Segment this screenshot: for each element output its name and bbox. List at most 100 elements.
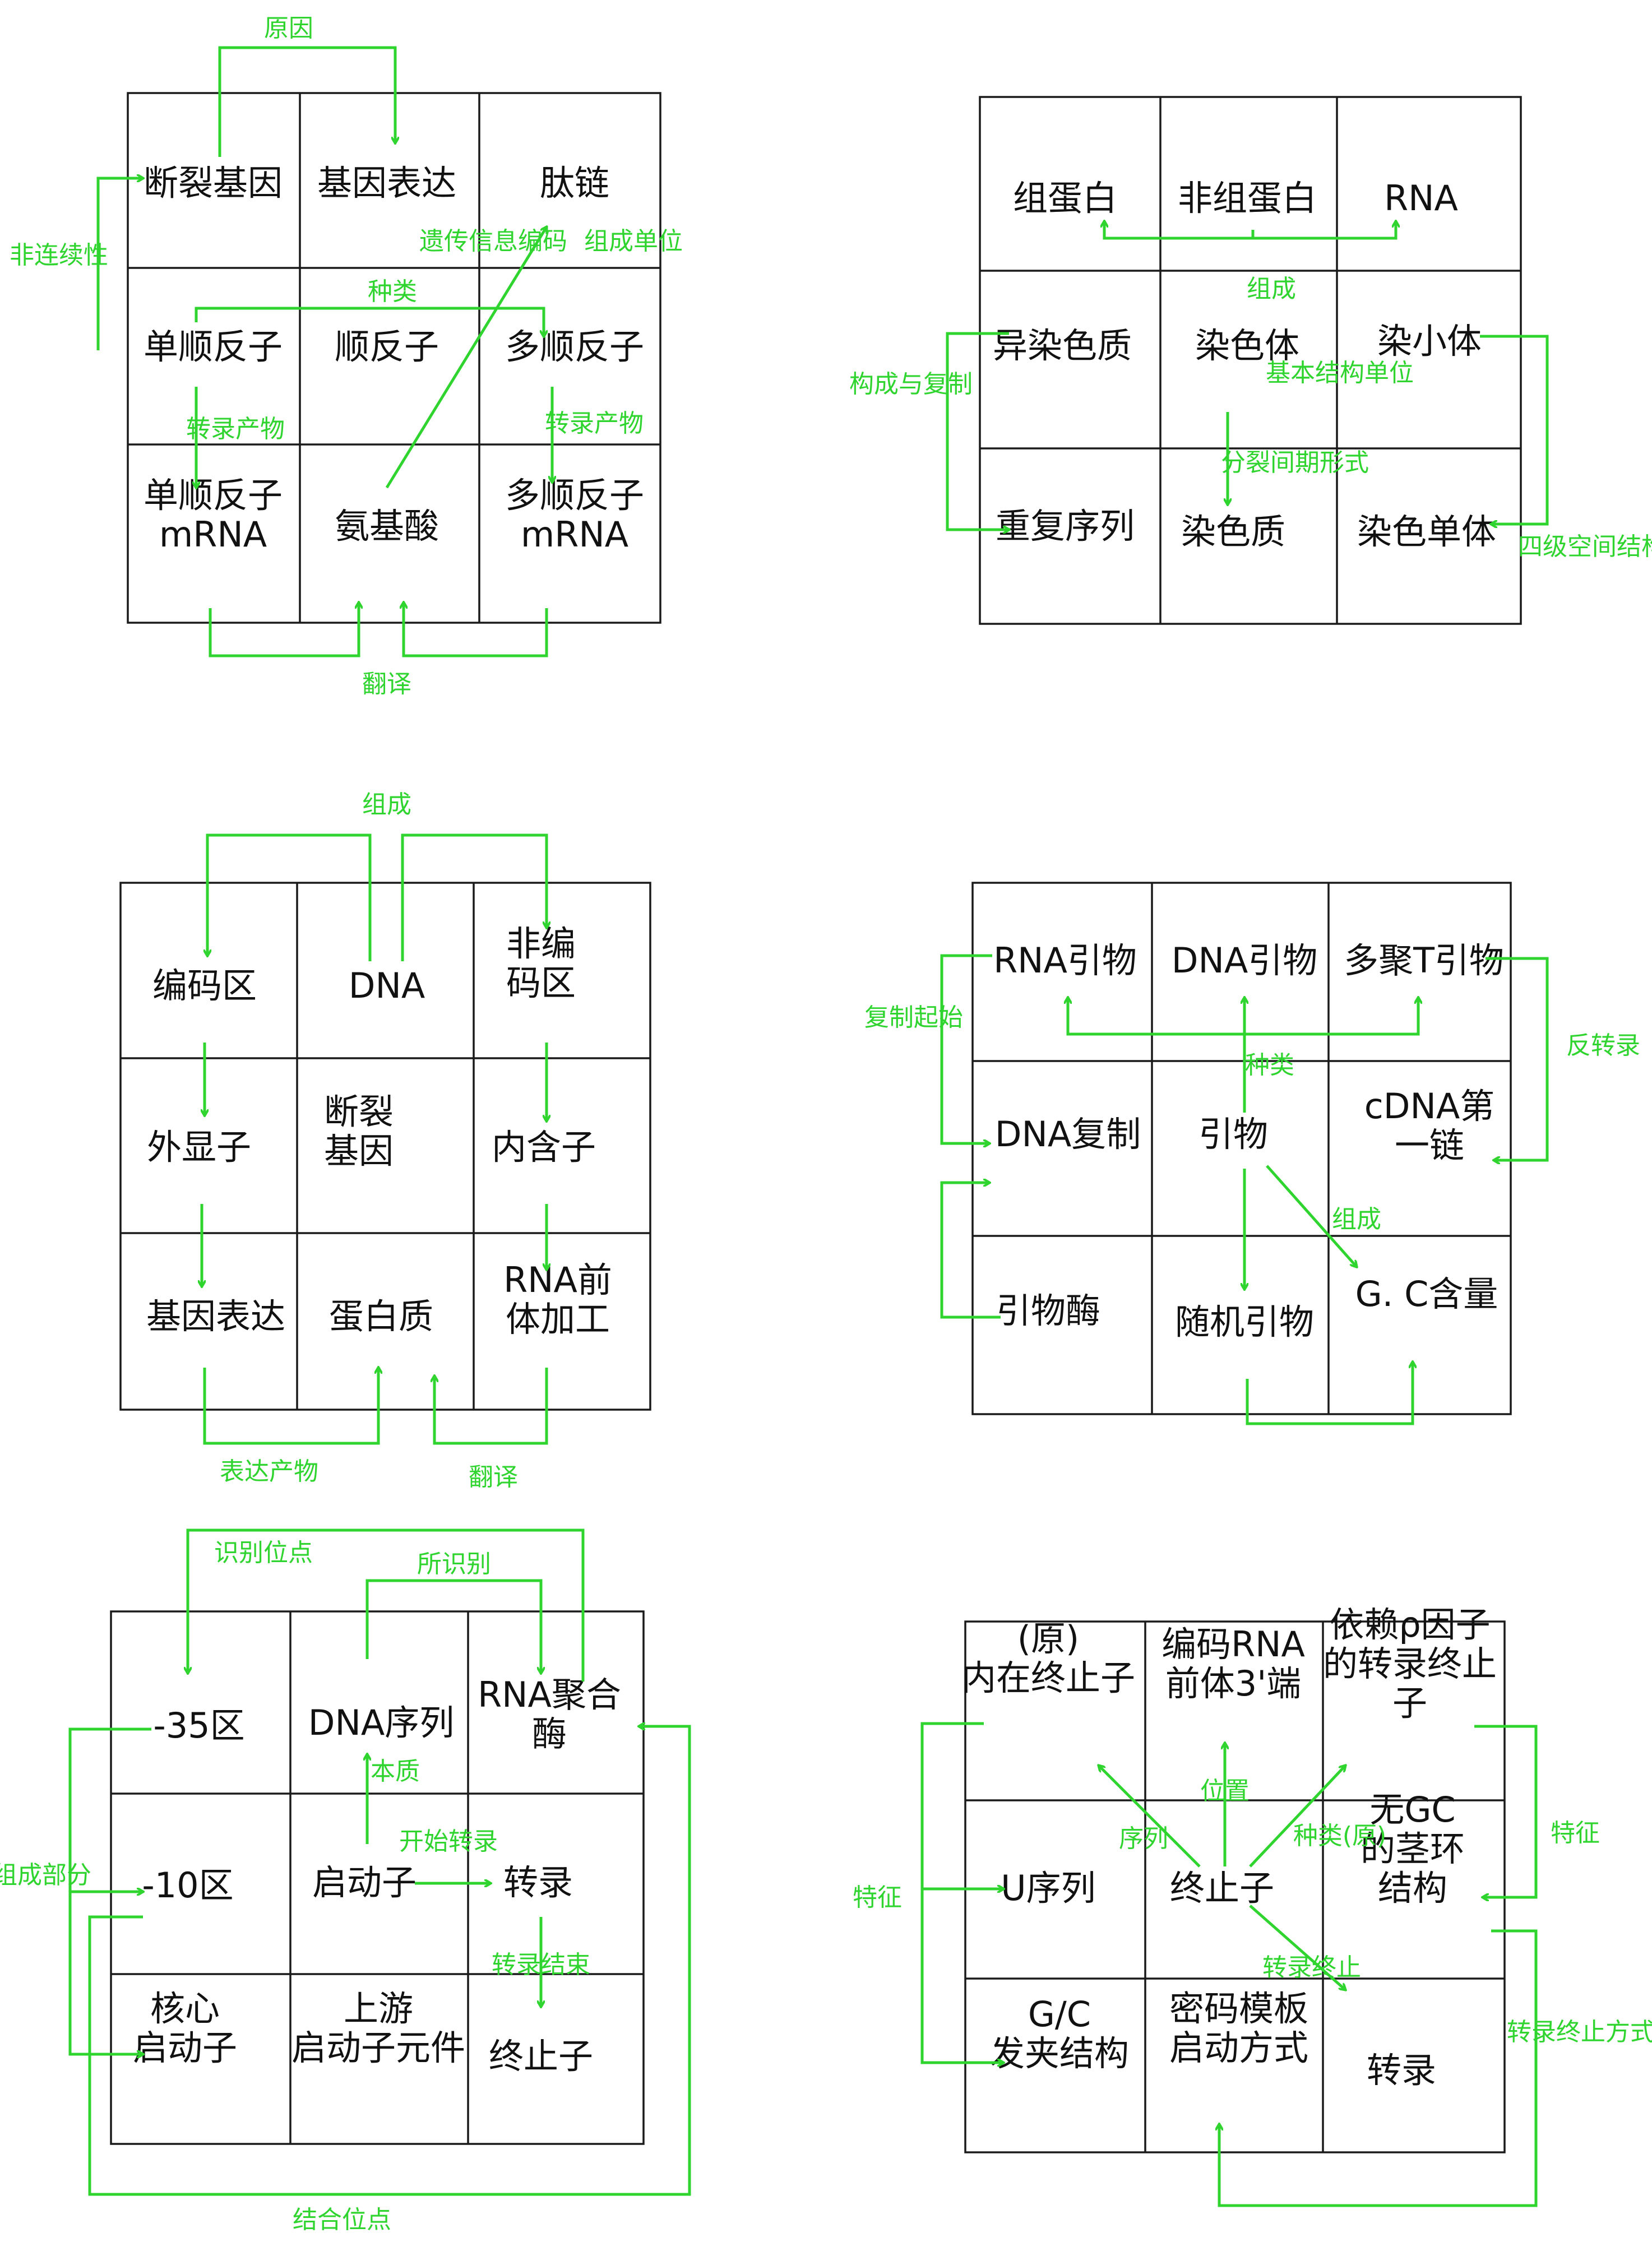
panel-1-arrows bbox=[96, 46, 552, 657]
note-composition-unit: 组成单位 bbox=[584, 227, 683, 256]
note-type-4: 种类 bbox=[1245, 1051, 1294, 1080]
cell-peptide-chain: 肽链 bbox=[540, 163, 609, 203]
note-discontinuity: 非连续性 bbox=[10, 241, 108, 270]
note-transcription-termination: 转录终止 bbox=[1262, 1953, 1361, 1982]
panel-6-grid bbox=[964, 1620, 1506, 2153]
note-reason: 原因 bbox=[264, 14, 313, 43]
note-composition-3: 组成 bbox=[362, 790, 411, 819]
cell-repeat-sequence: 重复序列 bbox=[996, 506, 1135, 546]
cell-monocistron: 单顺反子 bbox=[144, 326, 283, 367]
note-reverse-transcription: 反转录 bbox=[1566, 1031, 1640, 1060]
note-interphase-form: 分裂间期形式 bbox=[1221, 448, 1369, 477]
panel-5: -35区 DNA序列 RNA聚合酶 -10区 启动子 转录 核心启动子 上游启动… bbox=[0, 1528, 691, 2234]
note-replication-start: 复制起始 bbox=[864, 1003, 963, 1032]
panel-4: RNA引物 DNA引物 多聚T引物 DNA复制 引物 cDNA第一链 引物酶 随… bbox=[864, 882, 1640, 1425]
note-structure-replication: 构成与复制 bbox=[849, 370, 973, 399]
panel-4-arrows bbox=[940, 954, 1549, 1425]
panel-3-grid bbox=[119, 882, 651, 1411]
cell-chromosome: 染色体 bbox=[1195, 325, 1299, 366]
panel-2: 组蛋白 非组蛋白 RNA 异染色质 染色体 染小体 重复序列 染色质 染色单体 … bbox=[849, 96, 1652, 625]
note-termination-mode: 转录终止方式 bbox=[1507, 2018, 1652, 2046]
note-sequence: 序列 bbox=[1119, 1824, 1168, 1853]
cell-nonhistone: 非组蛋白 bbox=[1178, 178, 1317, 219]
cell-transcription: 转录 bbox=[503, 1862, 573, 1903]
cell-terminator: 终止子 bbox=[489, 2036, 593, 2077]
cell-gene-expression: 基因表达 bbox=[317, 163, 456, 203]
note-type: 种类 bbox=[368, 277, 417, 306]
cell-heterochromatin: 异染色质 bbox=[993, 325, 1132, 366]
cell-primase: 引物酶 bbox=[996, 1290, 1100, 1331]
cell-minus10-region: -10区 bbox=[142, 1865, 233, 1906]
cell-codon-template: 密码模板启动方式 bbox=[1169, 1988, 1308, 2068]
panel-3: 编码区 DNA 非编码区 外显子 断裂基因 内含子 基因表达 蛋白质 RNA前体… bbox=[119, 790, 651, 1491]
cell-upstream-element: 上游启动子元件 bbox=[291, 1988, 465, 2068]
cell-gc-content: G. C含量 bbox=[1355, 1273, 1498, 1314]
note-essence: 本质 bbox=[371, 1757, 420, 1786]
note-expression-product: 表达产物 bbox=[220, 1457, 318, 1486]
cell-histone: 组蛋白 bbox=[1013, 178, 1117, 219]
note-composition-4: 组成 bbox=[1332, 1205, 1381, 1234]
note-composition: 组成 bbox=[1247, 275, 1296, 303]
panel-3-arrows bbox=[202, 833, 547, 1445]
cell-gene-expression-3: 基因表达 bbox=[146, 1296, 285, 1337]
note-quaternary-structure: 四级空间结构 bbox=[1518, 532, 1652, 561]
cell-primer: 引物 bbox=[1198, 1114, 1268, 1155]
note-position: 位置 bbox=[1200, 1777, 1250, 1805]
note-feature-right: 特征 bbox=[1551, 1819, 1600, 1847]
note-start-transcription: 开始转录 bbox=[399, 1827, 498, 1856]
cell-amino-acid: 氨基酸 bbox=[335, 506, 439, 546]
cell-noncoding-region: 非编码区 bbox=[506, 923, 576, 1003]
cell-dna-primer: DNA引物 bbox=[1172, 940, 1318, 981]
panel-4-grid bbox=[971, 882, 1512, 1415]
cell-rna-processing: RNA前体加工 bbox=[503, 1259, 612, 1340]
cell-random-primer: 随机引物 bbox=[1175, 1301, 1314, 1342]
cell-intrinsic-terminator: (原)内在终止子 bbox=[961, 1618, 1135, 1698]
note-translation-3: 翻译 bbox=[469, 1463, 518, 1491]
note-basic-unit: 基本结构单位 bbox=[1266, 359, 1414, 387]
cell-core-promoter: 核心启动子 bbox=[133, 1988, 237, 2068]
note-binding-site: 结合位点 bbox=[293, 2206, 391, 2234]
note-translation: 翻译 bbox=[362, 670, 411, 698]
panel-6-arrows bbox=[920, 1722, 1538, 2207]
cell-promoter: 启动子 bbox=[312, 1862, 417, 1903]
cell-oligo-t-primer: 多聚T引物 bbox=[1344, 940, 1504, 981]
note-feature-left: 特征 bbox=[853, 1883, 902, 1912]
cell-broken-gene: 断裂基因 bbox=[144, 163, 283, 203]
cell-chromosome-small: 染小体 bbox=[1377, 321, 1482, 362]
note-type-original: 种类(原) bbox=[1293, 1822, 1386, 1850]
note-component: 组成部分 bbox=[0, 1861, 91, 1889]
cell-split-gene: 断裂基因 bbox=[324, 1091, 394, 1171]
cell-dna: DNA bbox=[349, 965, 425, 1006]
cell-minus35-region: -35区 bbox=[153, 1705, 244, 1746]
cell-transcription-6: 转录 bbox=[1367, 2050, 1436, 2091]
panel-5-arrows bbox=[68, 1528, 691, 2196]
cell-rna: RNA bbox=[1384, 178, 1458, 219]
cell-chromatid: 染色单体 bbox=[1357, 511, 1496, 552]
note-end-transcription: 转录结束 bbox=[492, 1951, 590, 1979]
cell-cdna-first-strand: cDNA第一链 bbox=[1364, 1086, 1495, 1166]
cell-u-sequence: U序列 bbox=[1001, 1868, 1095, 1909]
panel-2-grid bbox=[979, 96, 1522, 625]
panel-2-arrows bbox=[946, 221, 1549, 530]
cell-polycistron: 多顺反子 bbox=[505, 326, 644, 367]
cell-rna-primer: RNA引物 bbox=[993, 940, 1137, 981]
cell-intron: 内含子 bbox=[492, 1127, 596, 1168]
note-recognition-site: 识别位点 bbox=[214, 1539, 313, 1567]
note-transcription-product-right: 转录产物 bbox=[545, 409, 644, 438]
cell-rho-dependent: 依赖ρ因子的转录终止子 bbox=[1323, 1604, 1497, 1724]
note-transcription-product-left: 转录产物 bbox=[186, 415, 285, 443]
note-recognized: 所识别 bbox=[417, 1550, 491, 1578]
cell-chromatin: 染色质 bbox=[1181, 511, 1285, 552]
cell-exon: 外显子 bbox=[147, 1127, 251, 1168]
cell-dna-replication: DNA复制 bbox=[995, 1114, 1141, 1155]
cell-terminator-6: 终止子 bbox=[1170, 1868, 1274, 1909]
cell-coding-region: 编码区 bbox=[152, 965, 257, 1006]
cell-rna-polymerase: RNA聚合酶 bbox=[478, 1674, 621, 1754]
